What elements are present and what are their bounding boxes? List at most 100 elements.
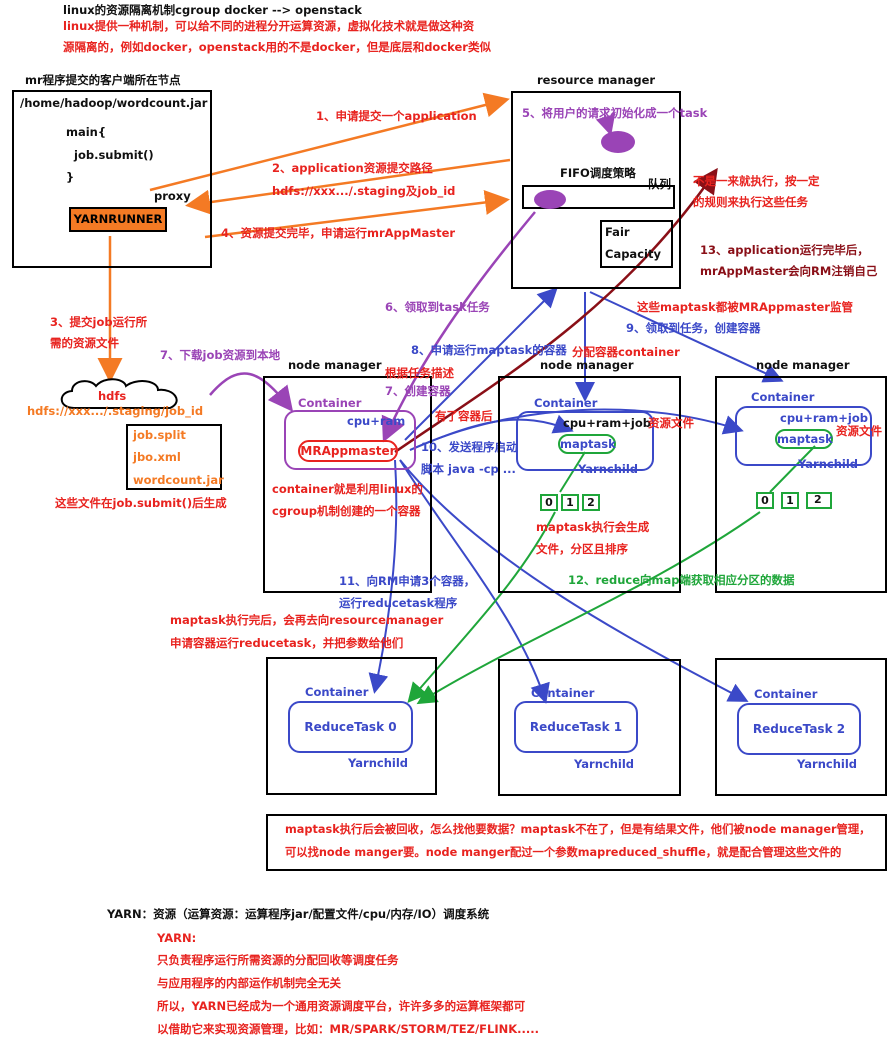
footer-line-2: 只负责程序运行所需资源的分配回收等调度任务 — [157, 953, 399, 967]
nm3-partition-1: 1 — [781, 492, 799, 509]
scheduler-box — [600, 220, 673, 268]
reducetask-1-box: ReduceTask 1 — [514, 701, 638, 753]
reducetask-2-box: ReduceTask 2 — [737, 703, 861, 755]
yarnrunner-box: YARNRUNNER — [69, 207, 167, 232]
rm-queue-label: 队列 — [648, 177, 671, 191]
step-3-label-a: 3、提交job运行所 — [50, 315, 148, 329]
done-note-b: 申请容器运行reducetask，并把参数给他们 — [170, 636, 404, 650]
nm3-partition-0: 0 — [756, 492, 774, 509]
step-8-assign-label: 分配容器container — [572, 345, 680, 359]
rm-fifo-label: FIFO调度策略 — [560, 166, 636, 180]
container-note-b: cgroup机制创建的一个容器 — [272, 504, 421, 518]
header-line3: 源隔离的，例如docker，openstack用的不是docker，但是底层和d… — [63, 40, 491, 54]
rm-title: resource manager — [537, 73, 656, 87]
nm2-resource-file: 资源文件 — [648, 416, 694, 430]
hdfs-files-box — [126, 424, 222, 490]
client-title: mr程序提交的客户端所在节点 — [25, 73, 181, 87]
client-node-box — [12, 90, 212, 268]
reduce-1-container-label: Container — [305, 685, 369, 699]
step-10-label-a: 10、发送程序启动 — [421, 440, 518, 454]
fifo-note-a: 不是一来就执行，按一定 — [693, 174, 820, 188]
bottom-note-box — [266, 814, 887, 871]
step-8-label: 8、申请运行maptask的容器 — [411, 343, 567, 357]
reducetask-0-box: ReduceTask 0 — [288, 701, 413, 753]
nm2-yarnchild: Yarnchild — [578, 462, 639, 476]
hdfs-file-jar: wordcount.jar — [133, 473, 224, 487]
step-8-container-label: 有了容器后 — [435, 409, 493, 423]
step-2-label-a: 2、application资源提交路径 — [272, 161, 433, 175]
nm2-container-label: Container — [534, 396, 598, 410]
nm3-cpuramjob: cpu+ram+job — [780, 411, 868, 425]
maptask-note-b: 文件，分区且排序 — [536, 542, 628, 556]
nm3-yarnchild: Yarnchild — [798, 457, 859, 471]
fifo-note-b: 的规则来执行这些任务 — [693, 195, 808, 209]
done-note-a: maptask执行完后，会再去向resourcemanager — [170, 613, 444, 627]
reduce-2-yarnchild: Yarnchild — [574, 757, 635, 771]
reduce-node-2-box — [498, 659, 681, 796]
nm3-title: node manager — [756, 358, 850, 372]
nm1-container-label: Container — [298, 396, 362, 410]
client-code-close: } — [66, 170, 75, 184]
nm3-container-label: Container — [751, 390, 815, 404]
nm3-container-box — [735, 406, 872, 466]
nm2-title: node manager — [540, 358, 634, 372]
step-7-create-label: 7、创建容器 — [385, 384, 451, 398]
fifo-queue-box — [522, 185, 675, 209]
nm1-cpuram: cpu+ram — [347, 414, 406, 428]
nm2-partition-2: 2 — [582, 494, 600, 511]
client-code-submit: job.submit() — [74, 148, 154, 162]
footer-line-3: 与应用程序的内部运作机制完全无关 — [157, 976, 341, 990]
rm-fair-label: Fair — [605, 225, 630, 239]
nm1-title: node manager — [288, 358, 382, 372]
step-9-label: 9、领取到任务，创建容器 — [626, 321, 761, 335]
step-12-label: 12、reduce向map端获取相应分区的数据 — [568, 573, 795, 587]
header-line2: linux提供一种机制，可以给不同的进程分开运算资源，虚拟化技术就是做这种资 — [63, 19, 475, 33]
node-manager-2-box — [498, 376, 681, 593]
hdfs-path: hdfs://xxx.../.staging/job_id — [27, 404, 204, 418]
client-code-main: main{ — [66, 125, 107, 139]
task-dot — [601, 131, 635, 153]
step-3-label-b: 需的资源文件 — [50, 336, 119, 350]
footer-line-1: YARN: — [157, 931, 197, 945]
reduce-node-3-box — [715, 658, 887, 796]
bottom-note-b: 可以找node manger要。node manger配过一个参数mapredu… — [285, 846, 842, 859]
hdfs-note: 这些文件在job.submit()后生成 — [55, 496, 227, 510]
node-manager-3-box — [715, 376, 887, 593]
container-note-a: container就是利用linux的 — [272, 482, 423, 496]
reduce-3-yarnchild: Yarnchild — [797, 757, 858, 771]
step-13-label-a: 13、application运行完毕后， — [700, 243, 869, 257]
nm2-cpuramjob: cpu+ram+job — [563, 416, 651, 430]
mrappmaster-box: MRAppmaster — [298, 440, 398, 462]
node-manager-1-box — [263, 376, 432, 593]
reduce-2-container-label: Container — [531, 686, 595, 700]
nm2-partition-0: 0 — [540, 494, 558, 511]
reduce-1-yarnchild: Yarnchild — [348, 756, 409, 770]
nm3-partition-2-wrap — [806, 492, 832, 509]
hdfs-file-split: job.split — [133, 428, 186, 442]
client-proxy-label: proxy — [154, 189, 191, 203]
footer-line-5: 以借助它来实现资源管理，比如：MR/SPARK/STORM/TEZ/FLINK.… — [157, 1022, 540, 1036]
monitor-note: 这些maptask都被MRAppmaster监管 — [637, 300, 853, 314]
maptask-2-box: maptask — [775, 429, 833, 449]
step-10-label-b: 脚本 java -cp ... — [421, 462, 516, 476]
header-line1: linux的资源隔离机制cgroup docker --> openstack — [63, 3, 362, 17]
step-4-label: 4、资源提交完毕，申请运行mrAppMaster — [221, 226, 456, 240]
nm1-container-box — [284, 410, 416, 470]
reduce-node-1-box — [266, 657, 437, 795]
hdfs-label: hdfs — [98, 389, 127, 403]
client-jar-path: /home/hadoop/wordcount.jar — [20, 96, 208, 110]
hdfs-cloud — [60, 378, 178, 409]
reduce-3-container-label: Container — [754, 687, 818, 701]
nm2-container-box — [516, 411, 654, 471]
queued-task-dot — [534, 190, 566, 209]
hdfs-file-xml: jbo.xml — [133, 450, 181, 464]
step-11-label-a: 11、向RM申请3个容器， — [339, 574, 476, 588]
nm3-partition-2: 2 — [814, 493, 822, 506]
resource-manager-box — [511, 91, 681, 289]
step-13-label-b: mrAppMaster会向RM注销自己 — [700, 264, 878, 278]
step-5-label: 5、将用户的请求初始化成一个task — [522, 106, 708, 120]
step-8-desc-label: 根据任务描述 — [385, 366, 454, 380]
step-7-download-label: 7、下载job资源到本地 — [160, 348, 281, 362]
